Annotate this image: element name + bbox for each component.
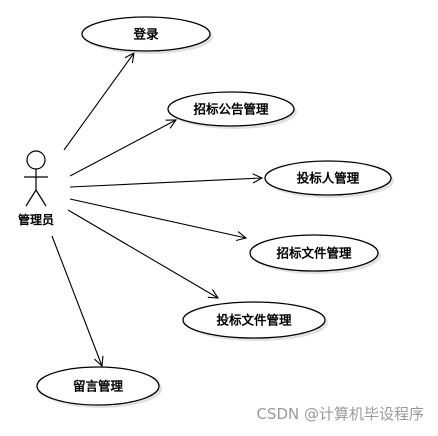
use-case-message-ellipse	[36, 366, 160, 406]
association-tender-doc	[67, 209, 218, 298]
use-case-bid-notice[interactable]: 招标公告管理	[167, 91, 297, 129]
use-case-bidder[interactable]: 投标人管理	[264, 160, 394, 198]
use-case-tender-doc[interactable]: 投标文件管理	[182, 301, 328, 341]
use-case-tender-doc-ellipse	[182, 301, 326, 339]
actor-leg-right	[35, 189, 47, 207]
actor-head	[26, 150, 46, 170]
use-case-bidder-label: 投标人管理	[297, 171, 360, 186]
association-bidder	[69, 178, 262, 188]
associations	[51, 53, 262, 366]
watermark: CSDN @计算机毕设程序	[256, 405, 424, 423]
use-case-login-label: 登录	[132, 27, 159, 42]
use-case-bid-doc-ellipse	[249, 234, 379, 272]
actor-leg-left	[25, 189, 37, 207]
use-case-bid-doc[interactable]: 招标文件管理	[249, 234, 381, 274]
actor-label: 管理员	[18, 212, 54, 227]
use-case-bidder-ellipse	[264, 160, 392, 196]
use-case-login[interactable]: 登录	[81, 16, 213, 54]
use-case-login-ellipse	[81, 16, 211, 52]
use-case-bid-doc-label: 招标文件管理	[276, 246, 352, 261]
use-case-bid-notice-ellipse	[167, 91, 295, 127]
association-bid-doc	[69, 198, 246, 238]
association-bid-notice	[69, 120, 176, 177]
use-case-bid-notice-label: 招标公告管理	[193, 102, 269, 117]
use-case-message[interactable]: 留言管理	[36, 366, 162, 408]
use-case-message-label: 留言管理	[73, 379, 124, 394]
association-login	[63, 53, 134, 151]
actor-figure[interactable]	[24, 150, 48, 207]
use-case-tender-doc-label: 投标文件管理	[216, 313, 292, 328]
association-message	[51, 235, 102, 366]
